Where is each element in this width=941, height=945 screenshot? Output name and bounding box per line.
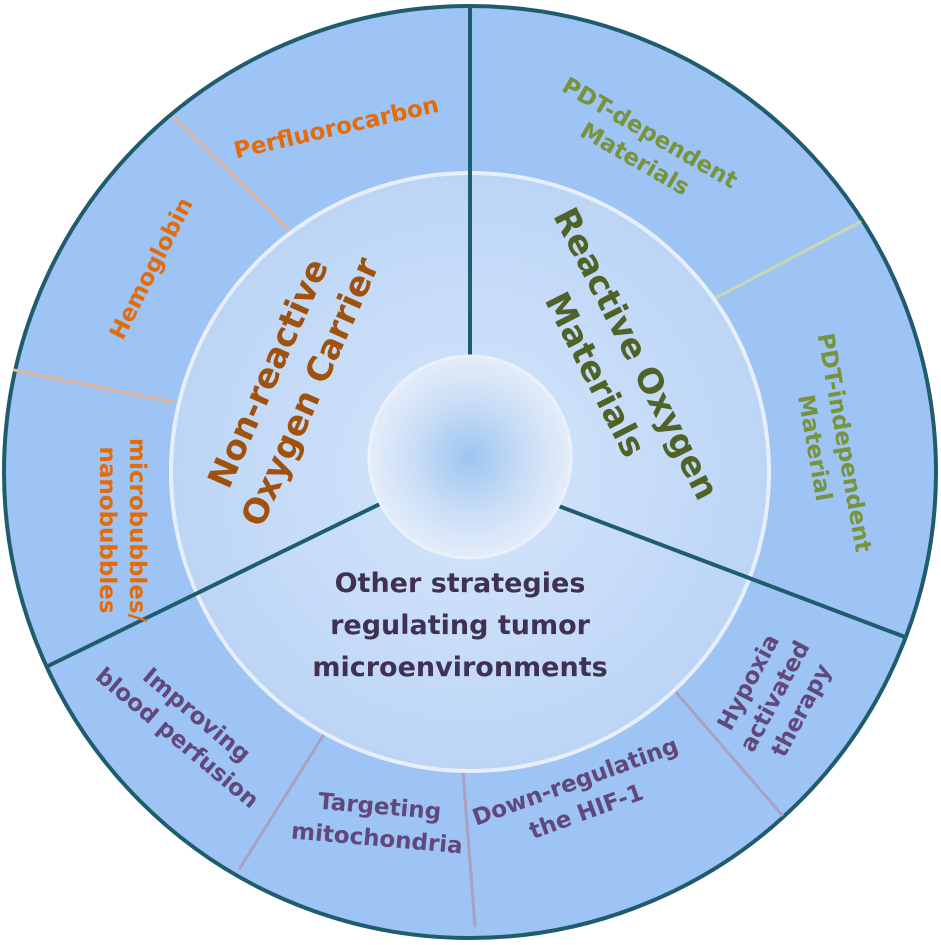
center-core bbox=[367, 354, 573, 560]
other-title-line-1: Other strategies bbox=[335, 568, 586, 599]
divider-mito-hif bbox=[460, 758, 477, 928]
divider-hemoglobin-bubbles bbox=[12, 368, 174, 404]
divider-perfluorocarbon-hemoglobin bbox=[172, 115, 292, 233]
divider-left bbox=[46, 500, 386, 668]
other-title-line-2: regulating tumor bbox=[330, 610, 591, 641]
divider-right bbox=[554, 503, 907, 639]
item-dividers bbox=[12, 115, 292, 404]
microbubbles-label-line-2: nanobubbles bbox=[94, 446, 120, 613]
section-dividers bbox=[46, 4, 907, 668]
divider-hif-hypoxia bbox=[666, 681, 784, 817]
microbubbles-label-line-1: microbubbles/ bbox=[124, 438, 150, 623]
other-title-line-3: microenvironments bbox=[312, 652, 607, 683]
item-microbubbles: microbubbles/ nanobubbles bbox=[94, 438, 150, 623]
other-title: Other strategies regulating tumor microe… bbox=[312, 568, 607, 683]
divider-pdt bbox=[704, 220, 862, 305]
item-dividers-3 bbox=[238, 681, 784, 928]
item-dividers-2 bbox=[704, 220, 862, 305]
divider-perfusion-mito bbox=[238, 729, 328, 870]
